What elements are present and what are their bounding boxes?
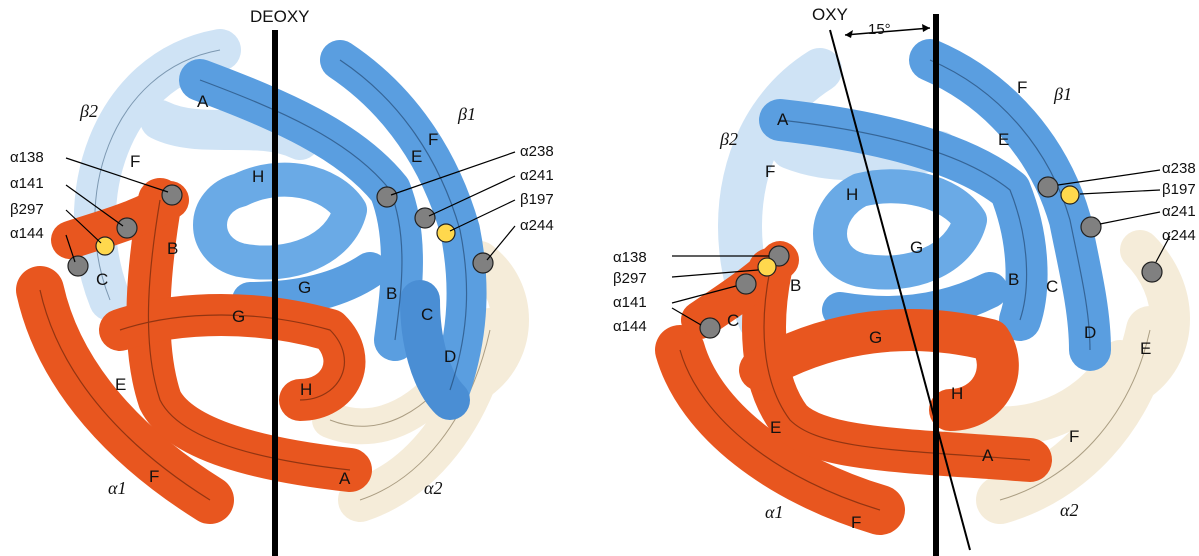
chain-label-beta2: β2	[719, 129, 738, 149]
chain-label-beta1: β1	[1053, 84, 1072, 104]
residue-label: α138	[10, 149, 44, 166]
chain-label-beta1: β1	[457, 104, 476, 124]
residue-label: α138	[613, 249, 647, 266]
deoxy-header: DEOXY	[250, 7, 310, 26]
helix-label: G	[232, 307, 245, 326]
helix-label: E	[998, 130, 1009, 149]
residue-label: α141	[10, 175, 44, 192]
helix-label: B	[386, 284, 397, 303]
residue-label: α244	[520, 217, 554, 234]
residue-label: α244	[1162, 227, 1196, 244]
helix-label: F	[428, 130, 438, 149]
helix-label: A	[197, 92, 209, 111]
residue-label: α238	[1162, 160, 1196, 177]
helix-label: E	[1140, 339, 1151, 358]
helix-label: F	[1017, 78, 1027, 97]
helix-label: C	[1046, 277, 1058, 296]
helix-label: A	[982, 446, 994, 465]
residue-label: β197	[1162, 181, 1196, 198]
oxy-panel: OXY 15° A F F E H G B C B C D E G H E F …	[613, 5, 1196, 556]
helix-label: D	[444, 347, 456, 366]
helix-label: A	[339, 469, 351, 488]
helix-label: B	[167, 239, 178, 258]
chain-label-alpha2: α2	[424, 478, 442, 498]
residue-label: α144	[10, 225, 44, 242]
helix-label: H	[300, 380, 312, 399]
residue-label: β297	[613, 270, 647, 287]
helix-label: H	[846, 185, 858, 204]
helix-label: F	[149, 467, 159, 486]
residue-label: α238	[520, 143, 554, 160]
helix-label: H	[951, 384, 963, 403]
helix-label: E	[411, 147, 422, 166]
helix-label: C	[96, 270, 108, 289]
residue-label: α241	[1162, 203, 1196, 220]
residue-label: β297	[10, 201, 44, 218]
chain-label-alpha1: α1	[765, 502, 783, 522]
helix-label: G	[869, 328, 882, 347]
helix-label: C	[727, 311, 739, 330]
helix-label: D	[1084, 323, 1096, 342]
helix-label: C	[421, 305, 433, 324]
angle-label: 15°	[868, 21, 891, 38]
helix-label: E	[115, 375, 126, 394]
chain-label-alpha2: α2	[1060, 500, 1078, 520]
helix-label: B	[1008, 270, 1019, 289]
helix-label: F	[851, 513, 861, 532]
helix-label: E	[770, 418, 781, 437]
helix-label: F	[1069, 427, 1079, 446]
chain-label-alpha1: α1	[108, 478, 126, 498]
residue-label: α141	[613, 294, 647, 311]
residue-label: α241	[520, 167, 554, 184]
helix-label: B	[790, 276, 801, 295]
helix-label: G	[298, 278, 311, 297]
deoxy-panel: DEOXY A F F E H G B C B C D G H E F A β2…	[10, 7, 554, 556]
helix-label: F	[130, 152, 140, 171]
helix-label: G	[910, 238, 923, 257]
helix-label: H	[252, 167, 264, 186]
chain-label-beta2: β2	[79, 101, 98, 121]
helix-label: F	[765, 162, 775, 181]
oxy-header: OXY	[812, 5, 848, 24]
helix-label: A	[777, 110, 789, 129]
residue-label: α144	[613, 318, 647, 335]
residue-label: β197	[520, 191, 554, 208]
